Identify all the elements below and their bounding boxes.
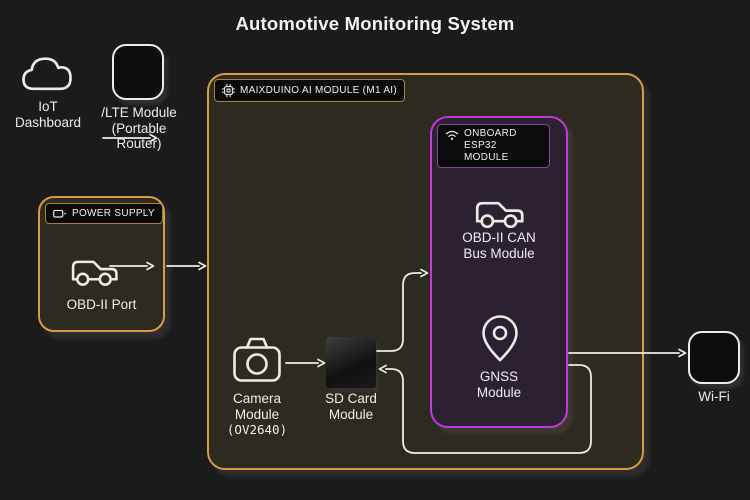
sd-card-label: SD Card Module [325, 391, 377, 422]
obd-port-label: OBD-II Port [66, 297, 137, 312]
car-icon [473, 185, 527, 237]
wifi-label: Wi-Fi [698, 389, 730, 404]
lte-router-box-icon [112, 44, 164, 100]
maixduino-pill: MAIXDUINO AI MODULE (M1 AI) [214, 79, 406, 102]
camera-icon [231, 333, 283, 392]
cloud-icon [18, 52, 76, 103]
esp32-pill: ONBOARD ESP32 MODULE [437, 124, 550, 168]
iot-dashboard-label: IoT Dashboard [14, 99, 82, 130]
lte-module-label: /LTE Module (Portable Router) [101, 105, 177, 151]
camera-module-label: Camera Module [232, 391, 281, 422]
sd-card-chip [326, 337, 376, 388]
maixduino-pill-label: MAIXDUINO AI MODULE (M1 AI) [240, 84, 398, 96]
wifi-icon [445, 129, 459, 141]
power-supply-pill-label: POWER SUPPLY [72, 207, 155, 219]
wifi-box-icon [688, 331, 740, 384]
power-plug-icon [53, 209, 67, 219]
camera-part-number: (OV2640) [226, 422, 288, 437]
diagram-title: Automotive Monitoring System [235, 13, 515, 34]
power-supply-pill: POWER SUPPLY [45, 203, 163, 224]
map-pin-icon [477, 313, 523, 369]
car-icon [69, 244, 121, 295]
gnss-label: GNSS Module [476, 369, 522, 400]
chip-icon [222, 84, 235, 97]
esp32-pill-label: ONBOARD ESP32 MODULE [464, 128, 517, 163]
obd-can-label: OBD-II CAN Bus Module [462, 230, 536, 261]
